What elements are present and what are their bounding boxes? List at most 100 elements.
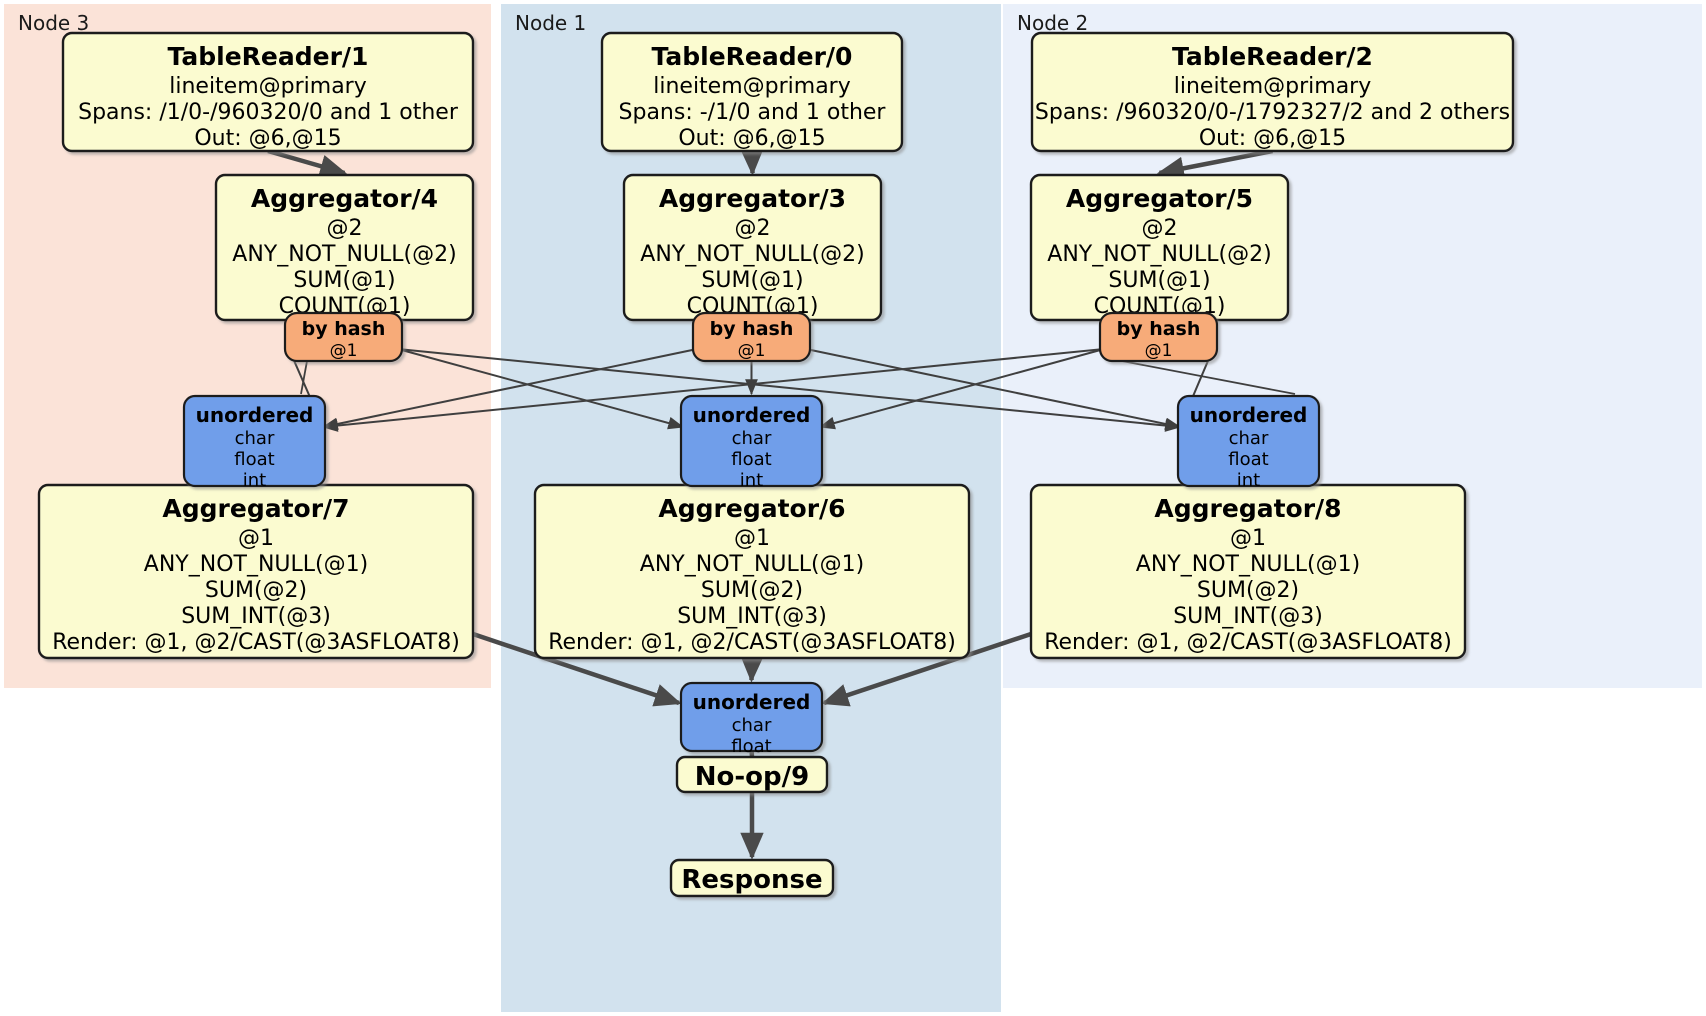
processor-line: ANY_NOT_NULL(@1): [144, 552, 368, 577]
synchronizer-line: float: [1228, 449, 1268, 470]
synchronizer-title: unordered: [693, 690, 811, 714]
terminal-title: Response: [681, 865, 822, 895]
terminal-response[interactable]: Response: [669, 858, 835, 898]
node-panel-label-node2: Node 2: [1017, 11, 1088, 35]
edge-hash-local-stub: [300, 360, 308, 395]
processor-line: ANY_NOT_NULL(@2): [1047, 242, 1271, 267]
router-by-hash-4[interactable]: by hash@1: [283, 311, 404, 363]
processor-aggregator-7[interactable]: Aggregator/7 @1ANY_NOT_NULL(@1)SUM(@2)SUM…: [37, 483, 475, 660]
processor-line: ANY_NOT_NULL(@1): [1136, 552, 1360, 577]
router-line: @1: [330, 341, 358, 361]
processor-aggregator-5[interactable]: Aggregator/5@2ANY_NOT_NULL(@2)SUM(@1)COU…: [1029, 173, 1290, 322]
processor-line: @1: [238, 526, 274, 551]
processor-line: lineitem@primary: [1174, 74, 1372, 99]
processor-line: ANY_NOT_NULL(@2): [232, 242, 456, 267]
edge-hash-to-unordered: [818, 348, 1105, 430]
terminal-title: No-op/9: [695, 762, 809, 792]
edge-hash-to-unordered: [805, 348, 1182, 431]
synchronizer-line: char: [1229, 428, 1269, 449]
edge-hash-to-unordered: [397, 348, 1182, 432]
processor-line: SUM(@2): [1197, 578, 1299, 603]
synchronizer-line: float: [731, 736, 771, 757]
router-title: by hash: [1117, 318, 1201, 340]
processor-line: ANY_NOT_NULL(@1): [640, 552, 864, 577]
terminal-no-op-9[interactable]: No-op/9: [675, 755, 829, 794]
edge-hash-to-unordered: [321, 348, 698, 431]
processor-title: TableReader/1: [168, 42, 369, 71]
router-title: by hash: [710, 318, 794, 340]
processor-title: Aggregator/7: [162, 494, 349, 523]
edge-hash-local-stub: [1121, 360, 1296, 395]
edge-reader-to-aggregator: [1156, 148, 1273, 180]
processor-line: Out: @6,@15: [678, 126, 825, 151]
router-line: @1: [738, 341, 766, 361]
processor-line: Spans: -/1/0 and 1 other: [619, 100, 887, 125]
edge-aggregator-to-final: [466, 629, 682, 707]
processor-aggregator-6[interactable]: Aggregator/6 @1ANY_NOT_NULL(@1)SUM(@2)SUM…: [533, 483, 971, 660]
processor-line: @2: [327, 216, 363, 241]
processor-line: @2: [1142, 216, 1178, 241]
synchronizer-line: int: [740, 470, 763, 491]
processor-line: Render: @1, @2/CAST(@3ASFLOAT8): [52, 630, 460, 655]
processor-line: Spans: /1/0-/960320/0 and 1 other: [78, 100, 459, 125]
processor-line: @1: [1230, 526, 1266, 551]
node-panel-label-node1: Node 1: [515, 11, 586, 35]
processor-line: lineitem@primary: [169, 74, 367, 99]
processor-line: Spans: /960320/0-/1792327/2 and 2 others: [1035, 100, 1510, 125]
synchronizer-line: int: [243, 470, 266, 491]
processor-line: @1: [734, 526, 770, 551]
processor-title: TableReader/2: [1172, 42, 1373, 71]
processor-title: TableReader/0: [652, 42, 853, 71]
synchronizer-title: unordered: [693, 403, 811, 427]
edge-reader-to-aggregator: [740, 148, 764, 176]
processor-line: SUM(@1): [293, 268, 395, 293]
synchronizer-line: float: [234, 449, 274, 470]
edge-reader-to-aggregator: [267, 148, 348, 178]
edge-aggregator-to-final: [821, 629, 1038, 707]
processor-line: SUM_INT(@3): [181, 604, 331, 629]
router-title: by hash: [302, 318, 386, 340]
router-by-hash-3[interactable]: by hash@1: [691, 311, 812, 363]
synchronizer-line: float: [731, 449, 771, 470]
processor-aggregator-8[interactable]: Aggregator/8@1ANY_NOT_NULL(@1)SUM(@2)SUM…: [1029, 483, 1467, 660]
processor-line: SUM(@2): [701, 578, 803, 603]
edge-aggregator-to-final: [740, 655, 764, 683]
processor-line: Render: @1, @2/CAST(@3ASFLOAT8): [1044, 630, 1452, 655]
node-panel-label-node3: Node 3: [18, 11, 89, 35]
edge-hash-to-unordered: [397, 348, 685, 430]
synchronizer-title: unordered: [196, 403, 314, 427]
processor-line: SUM(@1): [701, 268, 803, 293]
processor-line: lineitem@primary: [653, 74, 851, 99]
router-line: @1: [1145, 341, 1173, 361]
processor-title: Aggregator/6: [658, 494, 845, 523]
processor-title: Aggregator/4: [251, 184, 438, 213]
processor-line: Out: @6,@15: [1199, 126, 1346, 151]
router-by-hash-5[interactable]: by hash@1: [1098, 311, 1219, 363]
processor-line: @2: [735, 216, 771, 241]
processor-title: Aggregator/5: [1066, 184, 1253, 213]
synchronizer-line: char: [732, 428, 772, 449]
edge-hash-to-unordered: [321, 348, 1105, 432]
synchronizer-line: char: [732, 715, 772, 736]
processor-line: SUM(@1): [1108, 268, 1210, 293]
processor-line: SUM(@2): [205, 578, 307, 603]
synchronizer-line: char: [235, 428, 275, 449]
processor-line: Render: @1, @2/CAST(@3ASFLOAT8): [548, 630, 956, 655]
processor-line: ANY_NOT_NULL(@2): [640, 242, 864, 267]
processor-aggregator-3[interactable]: Aggregator/3@2ANY_NOT_NULL(@2)SUM(@1)COU…: [622, 173, 883, 322]
processor-line: Out: @6,@15: [194, 126, 341, 151]
processor-aggregator-4[interactable]: Aggregator/4@2ANY_NOT_NULL(@2)SUM(@1)COU…: [214, 173, 475, 322]
synchronizer-line: int: [1237, 470, 1260, 491]
processor-line: SUM_INT(@3): [677, 604, 827, 629]
synchronizer-title: unordered: [1190, 403, 1308, 427]
